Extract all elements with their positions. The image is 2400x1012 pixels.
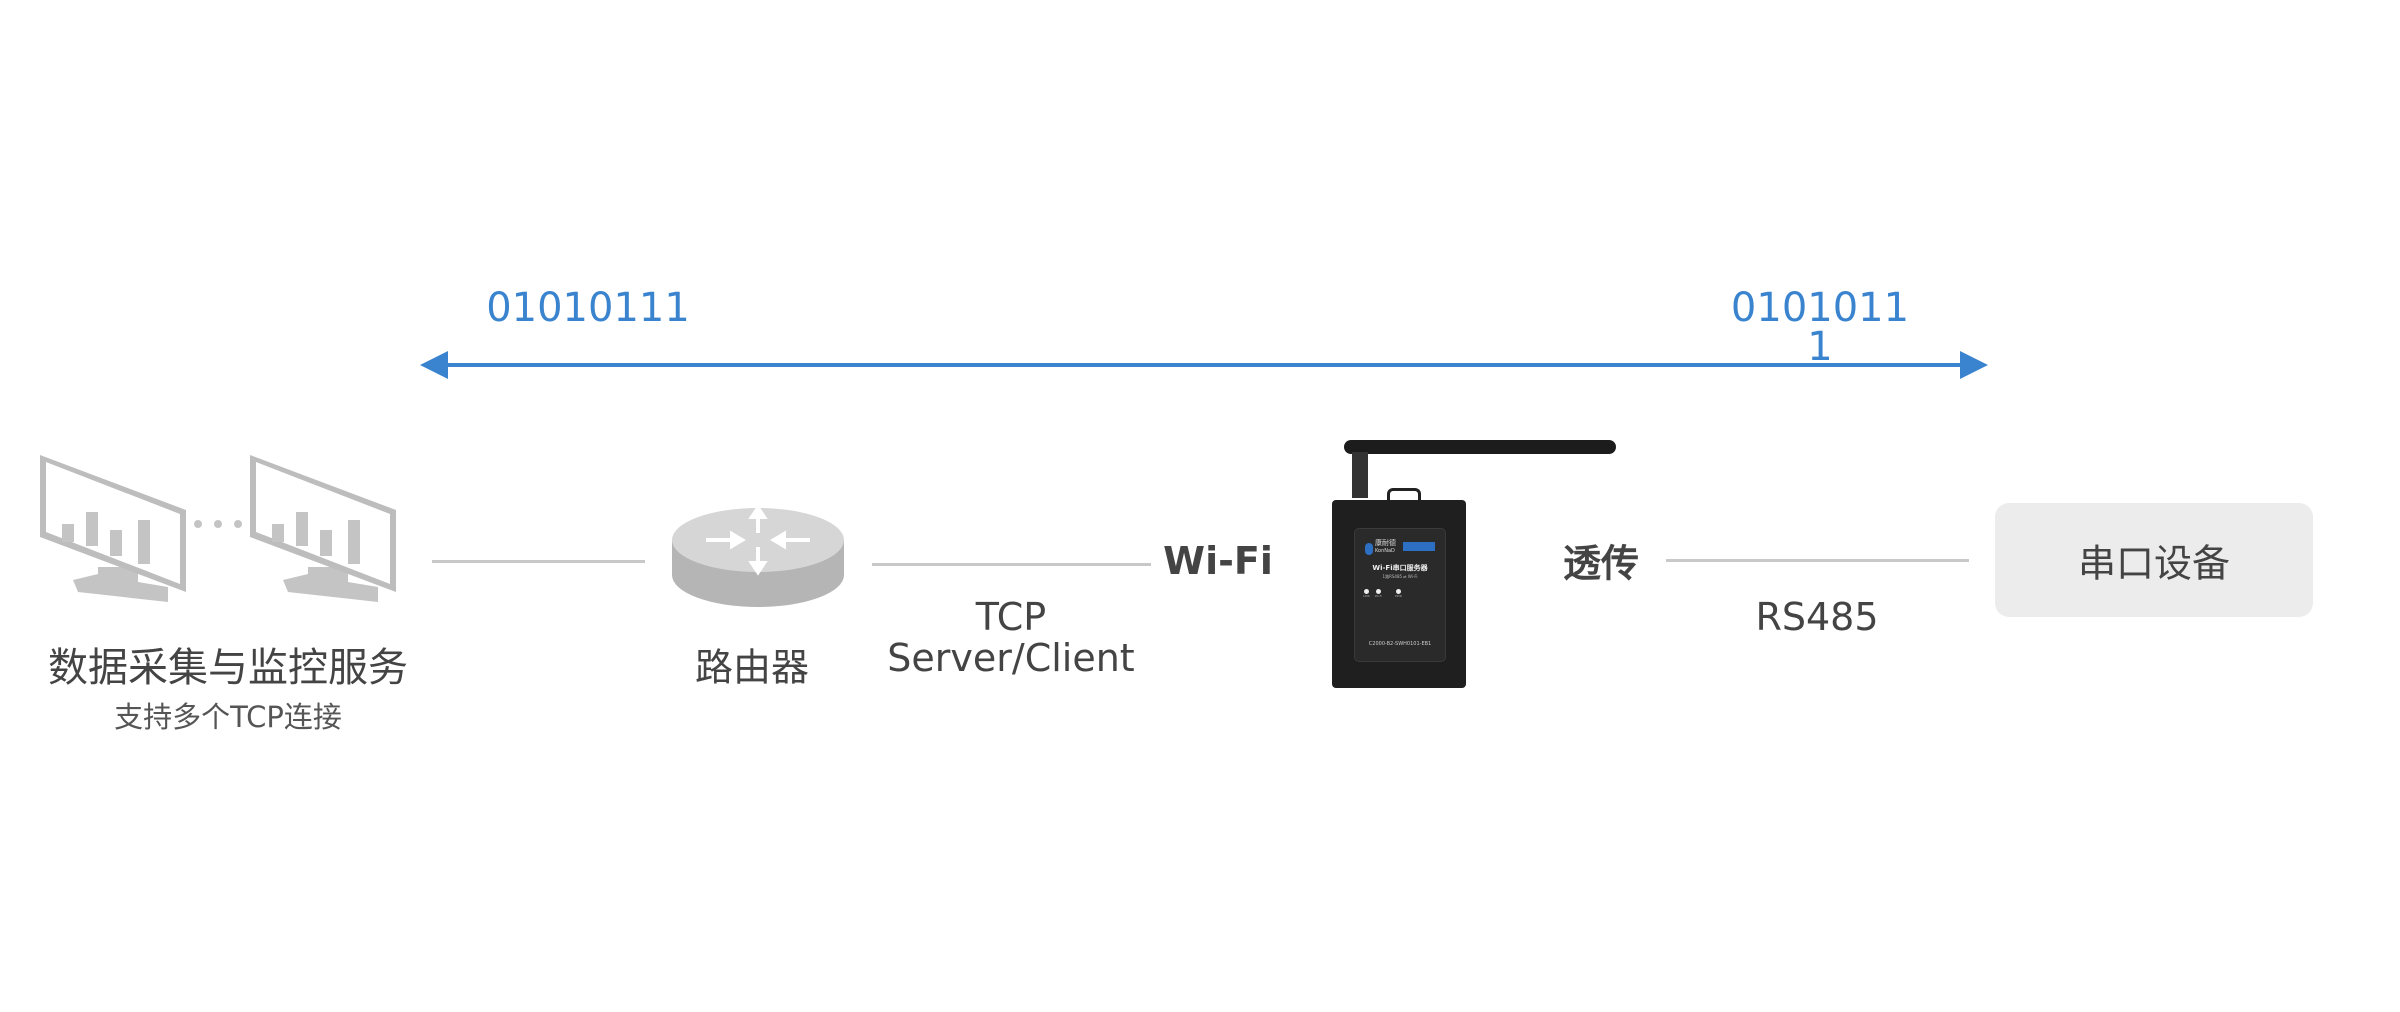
serial-device-label: 串口设备 <box>2077 541 2231 586</box>
server-subtitle: 支持多个TCP连接 <box>114 700 342 734</box>
led-label: LINK <box>1363 594 1370 598</box>
device-model: C2000-B2-SWH0101-EB1 <box>1368 641 1432 647</box>
serial-server-device: 康耐德 KonNaD Wi-Fi串口服务器 1路RS485 ⇄ Wi-Fi LI… <box>1332 438 1618 688</box>
left-bits-label: 01010111 <box>486 285 690 331</box>
serial-device-box: 串口设备 <box>1995 503 2313 617</box>
connector-line <box>1666 559 1969 562</box>
led-label: PWR <box>1394 594 1402 598</box>
server-title: 数据采集与监控服务 <box>48 645 408 691</box>
led-label: Wi-Fi <box>1374 594 1382 598</box>
rs485-label: RS485 <box>1755 595 1879 639</box>
device-name: Wi-Fi串口服务器 <box>1372 564 1428 572</box>
transparent-label: 透传 <box>1562 541 1640 586</box>
router-icon <box>672 505 844 607</box>
led-icon <box>1395 589 1401 594</box>
router-label: 路由器 <box>694 645 810 690</box>
led-icon <box>1375 589 1381 594</box>
tcp-label: TCP <box>975 595 1047 639</box>
right-bits-label-wrap: 1 <box>1807 324 1833 370</box>
brand-logo-icon <box>1365 543 1373 555</box>
wifi-label: Wi-Fi <box>1163 539 1273 583</box>
connector-line <box>872 563 1151 566</box>
device-brand-en: KonNaD <box>1375 548 1395 554</box>
tcp-mode-label: Server/Client <box>887 636 1135 680</box>
connector-line <box>432 560 645 563</box>
device-sub: 1路RS485 ⇄ Wi-Fi <box>1382 574 1418 579</box>
monitors-icon <box>40 455 396 602</box>
led-icon <box>1363 589 1369 594</box>
device-brand: 康耐德 <box>1375 539 1396 547</box>
bidirectional-data-arrow <box>420 351 1988 379</box>
right-bits-label: 0101011 <box>1730 285 1910 331</box>
